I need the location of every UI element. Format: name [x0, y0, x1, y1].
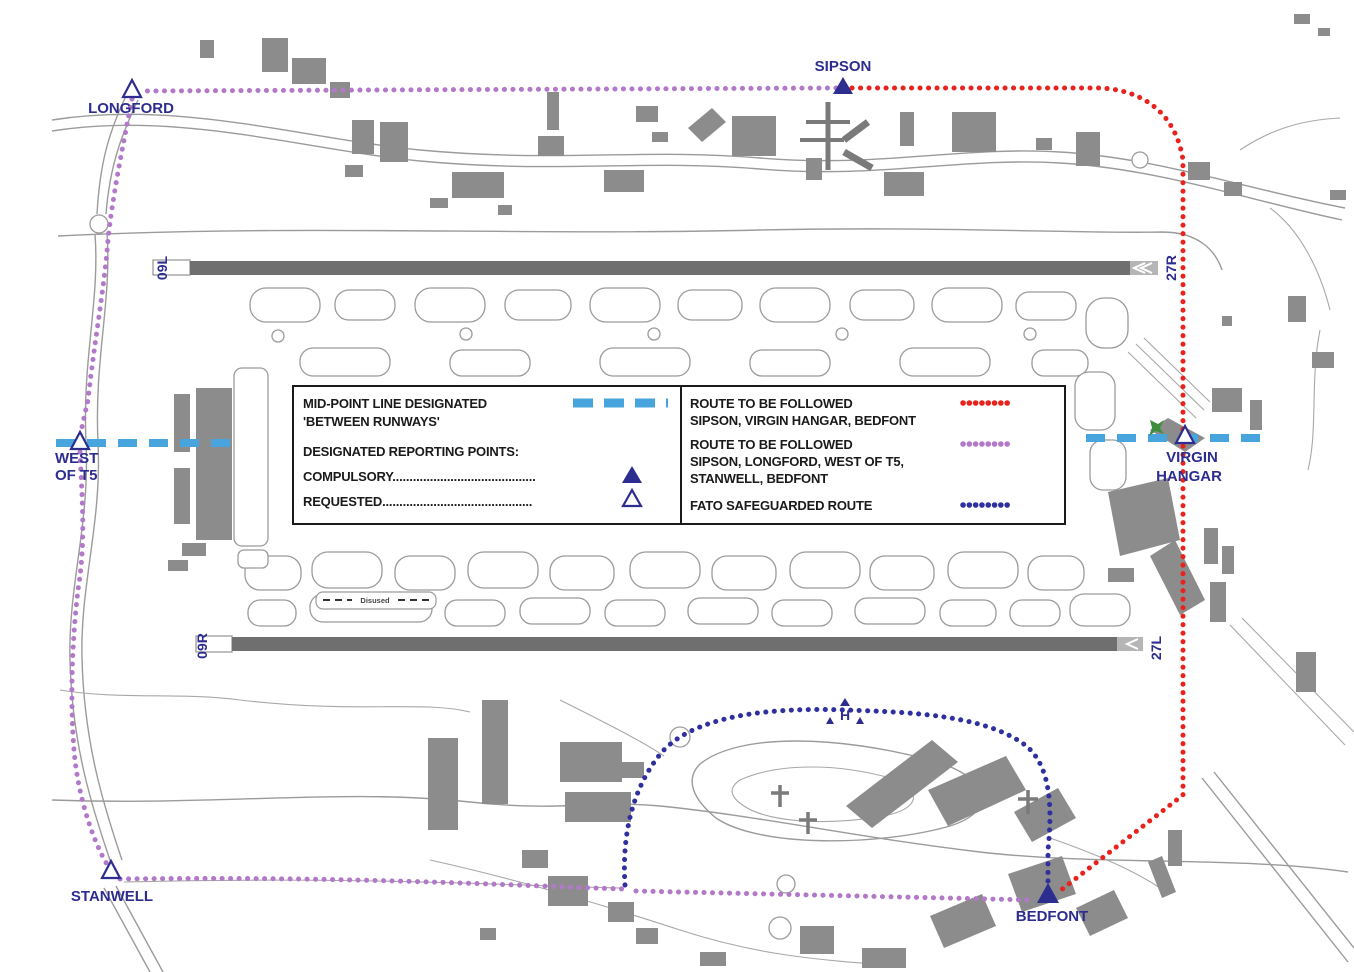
point-bedfont-triangle — [1037, 883, 1059, 903]
helicopter-symbol-icon — [1149, 420, 1164, 436]
label-virgin-hangar-1: VIRGIN — [1166, 449, 1218, 466]
label-west-of-t5-2: OF T5 — [55, 467, 98, 484]
disused-label: Disused — [360, 596, 390, 605]
legend-box — [292, 385, 1066, 525]
legend-red-line1: ROUTE TO BE FOLLOWED — [690, 396, 853, 411]
point-longford-triangle — [121, 77, 143, 99]
legend-purple-line2: SIPSON, LONGFORD, WEST OF T5, — [690, 454, 904, 469]
label-sipson: SIPSON — [815, 58, 872, 75]
legend-red-line2: SIPSON, VIRGIN HANGAR, BEDFONT — [690, 413, 916, 428]
runway-label-27l: 27L — [1148, 635, 1164, 660]
runway-09l-27r — [190, 261, 1158, 275]
point-virgin-hangar-triangle — [1174, 423, 1196, 445]
route-red — [849, 85, 1186, 897]
route-purple — [69, 85, 1037, 903]
runway-09r-27l — [232, 637, 1143, 651]
legend-requested: REQUESTED...............................… — [303, 494, 532, 509]
runway-label-09l: 09L — [154, 255, 170, 280]
runway-label-09r: 09R — [194, 633, 210, 659]
point-sipson-triangle — [833, 77, 853, 94]
buildings-layer — [168, 8, 1346, 968]
point-west-of-t5-triangle — [69, 429, 91, 451]
routes-layer — [56, 85, 1268, 903]
runway-designators: 09L 27R 09R 27L — [154, 255, 1179, 660]
legend-compulsory-triangle — [622, 466, 642, 483]
helipad-marker: H — [826, 698, 864, 724]
label-stanwell: STANWELL — [71, 888, 153, 905]
runway-label-27r: 27R — [1163, 255, 1179, 281]
point-stanwell-triangle — [100, 858, 122, 880]
runways-layer: Disused 09L 27R 09R 27L — [152, 255, 1179, 660]
label-virgin-hangar-2: HANGAR — [1156, 468, 1222, 485]
label-bedfont: BEDFONT — [1016, 908, 1089, 925]
sipson-village — [800, 102, 874, 180]
route-fato — [621, 706, 1053, 893]
legend-midpoint-line1: MID-POINT LINE DESIGNATED — [303, 396, 487, 411]
legend: MID-POINT LINE DESIGNATED 'BETWEEN RUNWA… — [292, 385, 1066, 525]
legend-purple-line1: ROUTE TO BE FOLLOWED — [690, 437, 853, 452]
label-west-of-t5-1: WEST — [55, 450, 98, 467]
legend-purple-line3: STANWELL, BEDFONT — [690, 471, 828, 486]
disused-strip: Disused — [315, 591, 437, 610]
legend-requested-triangle — [621, 487, 643, 508]
helipad-h-label: H — [840, 707, 850, 723]
aircraft-icons — [771, 785, 1038, 834]
legend-fato-label: FATO SAFEGUARDED ROUTE — [690, 498, 873, 513]
label-longford: LONGFORD — [88, 100, 174, 117]
reporting-points-layer — [69, 77, 1196, 903]
legend-compulsory: COMPULSORY..............................… — [303, 469, 536, 484]
labels-layer: SIPSON LONGFORD WEST OF T5 STANWELL BEDF… — [55, 58, 1222, 925]
legend-reporting-heading: DESIGNATED REPORTING POINTS: — [303, 444, 519, 459]
legend-midpoint-line2: 'BETWEEN RUNWAYS' — [303, 414, 440, 429]
